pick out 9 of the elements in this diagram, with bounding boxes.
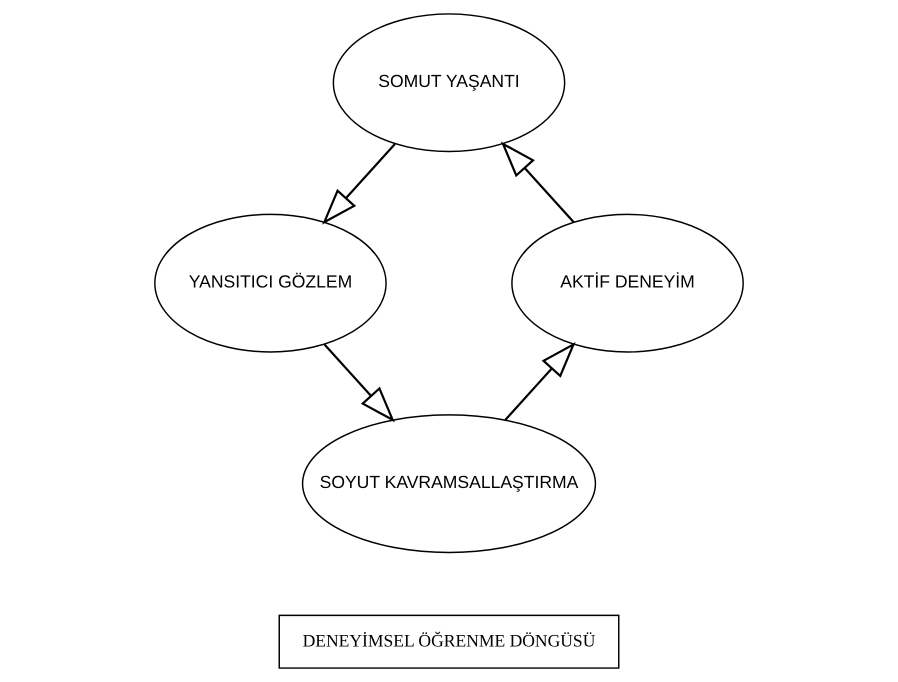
arrow [504, 342, 576, 421]
node-ellipse: SOMUT YAŞANTI [332, 13, 566, 152]
arrow [500, 142, 574, 223]
node-ellipse: YANSITICI GÖZLEM [154, 214, 387, 353]
node-ellipse: SOYUT KAVRAMSALLAŞTIRMA [302, 414, 596, 554]
node-box: DENEYİMSEL ÖĞRENME DÖNGÜSÜ [278, 614, 620, 669]
arrow [324, 344, 395, 422]
node-ellipse: AKTİF DENEYİM [511, 214, 744, 353]
arrow [322, 143, 396, 225]
